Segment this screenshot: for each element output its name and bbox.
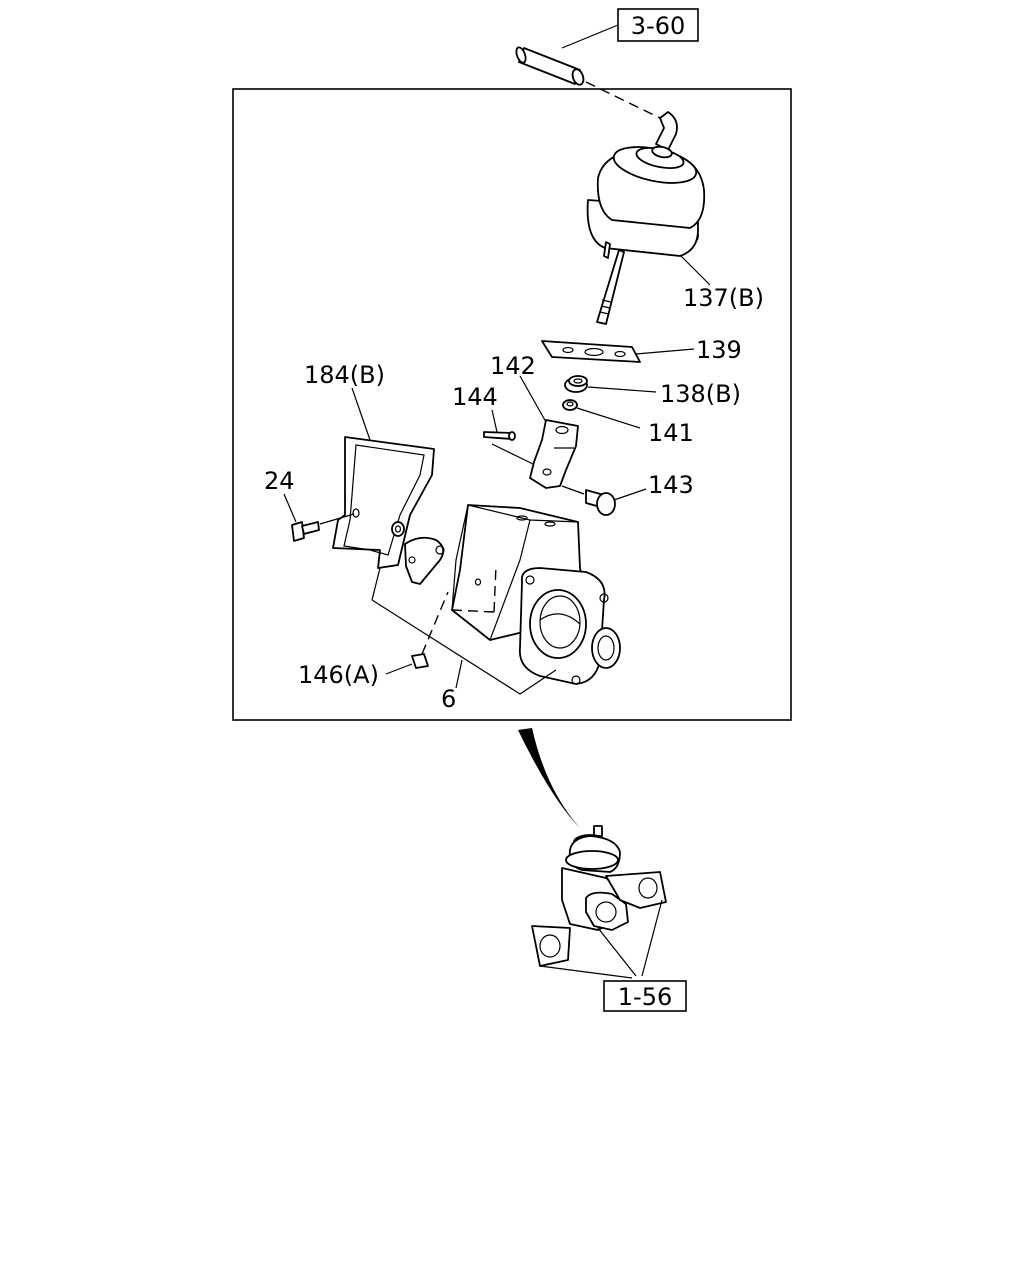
leader-143	[613, 488, 647, 501]
washer-138b	[564, 375, 588, 393]
callout-146a[interactable]: 146(A)	[298, 661, 379, 689]
vacuum-hose	[515, 46, 585, 86]
overview-assembly	[531, 825, 667, 979]
hose-dashed-connection	[585, 81, 661, 119]
bolt-24-axis	[319, 513, 355, 525]
leader-146a	[385, 663, 413, 675]
callout-24[interactable]: 24	[264, 467, 295, 495]
callout-6[interactable]: 6	[441, 685, 456, 713]
reference-3-60[interactable]: 3-60	[617, 8, 699, 42]
leader-141	[576, 407, 641, 429]
callout-137b[interactable]: 137(B)	[683, 284, 764, 312]
pin-144	[483, 431, 516, 441]
callout-141[interactable]: 141	[648, 419, 694, 447]
bolt-24	[291, 521, 320, 542]
leader-3-60	[561, 24, 619, 49]
lever-142	[529, 419, 579, 489]
leader-6	[455, 659, 463, 689]
callout-142[interactable]: 142	[490, 352, 536, 380]
pin-143-axis	[561, 485, 585, 495]
reference-3-60-label: 3-60	[631, 12, 685, 40]
callout-184b[interactable]: 184(B)	[304, 361, 385, 389]
leader-144	[491, 409, 498, 433]
leader-137b	[679, 254, 711, 286]
callout-143[interactable]: 143	[648, 471, 694, 499]
main-frame	[232, 88, 792, 721]
leader-24	[283, 493, 297, 523]
egr-valve-body	[371, 504, 621, 695]
leader-142	[519, 375, 547, 423]
leader-184b	[351, 387, 371, 441]
pin-143	[585, 489, 616, 516]
vacuum-actuator	[586, 111, 706, 325]
gasket-139	[541, 340, 641, 363]
reference-1-56[interactable]: 1-56	[603, 980, 687, 1012]
lever-plate	[391, 521, 445, 585]
reference-1-56-label: 1-56	[618, 983, 672, 1011]
leader-138b	[587, 386, 657, 393]
pin-144-axis	[491, 443, 534, 465]
nut-146a-dashed	[421, 591, 449, 655]
zoom-pointer	[518, 728, 580, 828]
nut-141	[562, 399, 578, 411]
nut-146a	[411, 653, 429, 669]
callout-144[interactable]: 144	[452, 383, 498, 411]
leader-139	[635, 348, 695, 355]
callout-138b[interactable]: 138(B)	[660, 380, 741, 408]
callout-139[interactable]: 139	[696, 336, 742, 364]
